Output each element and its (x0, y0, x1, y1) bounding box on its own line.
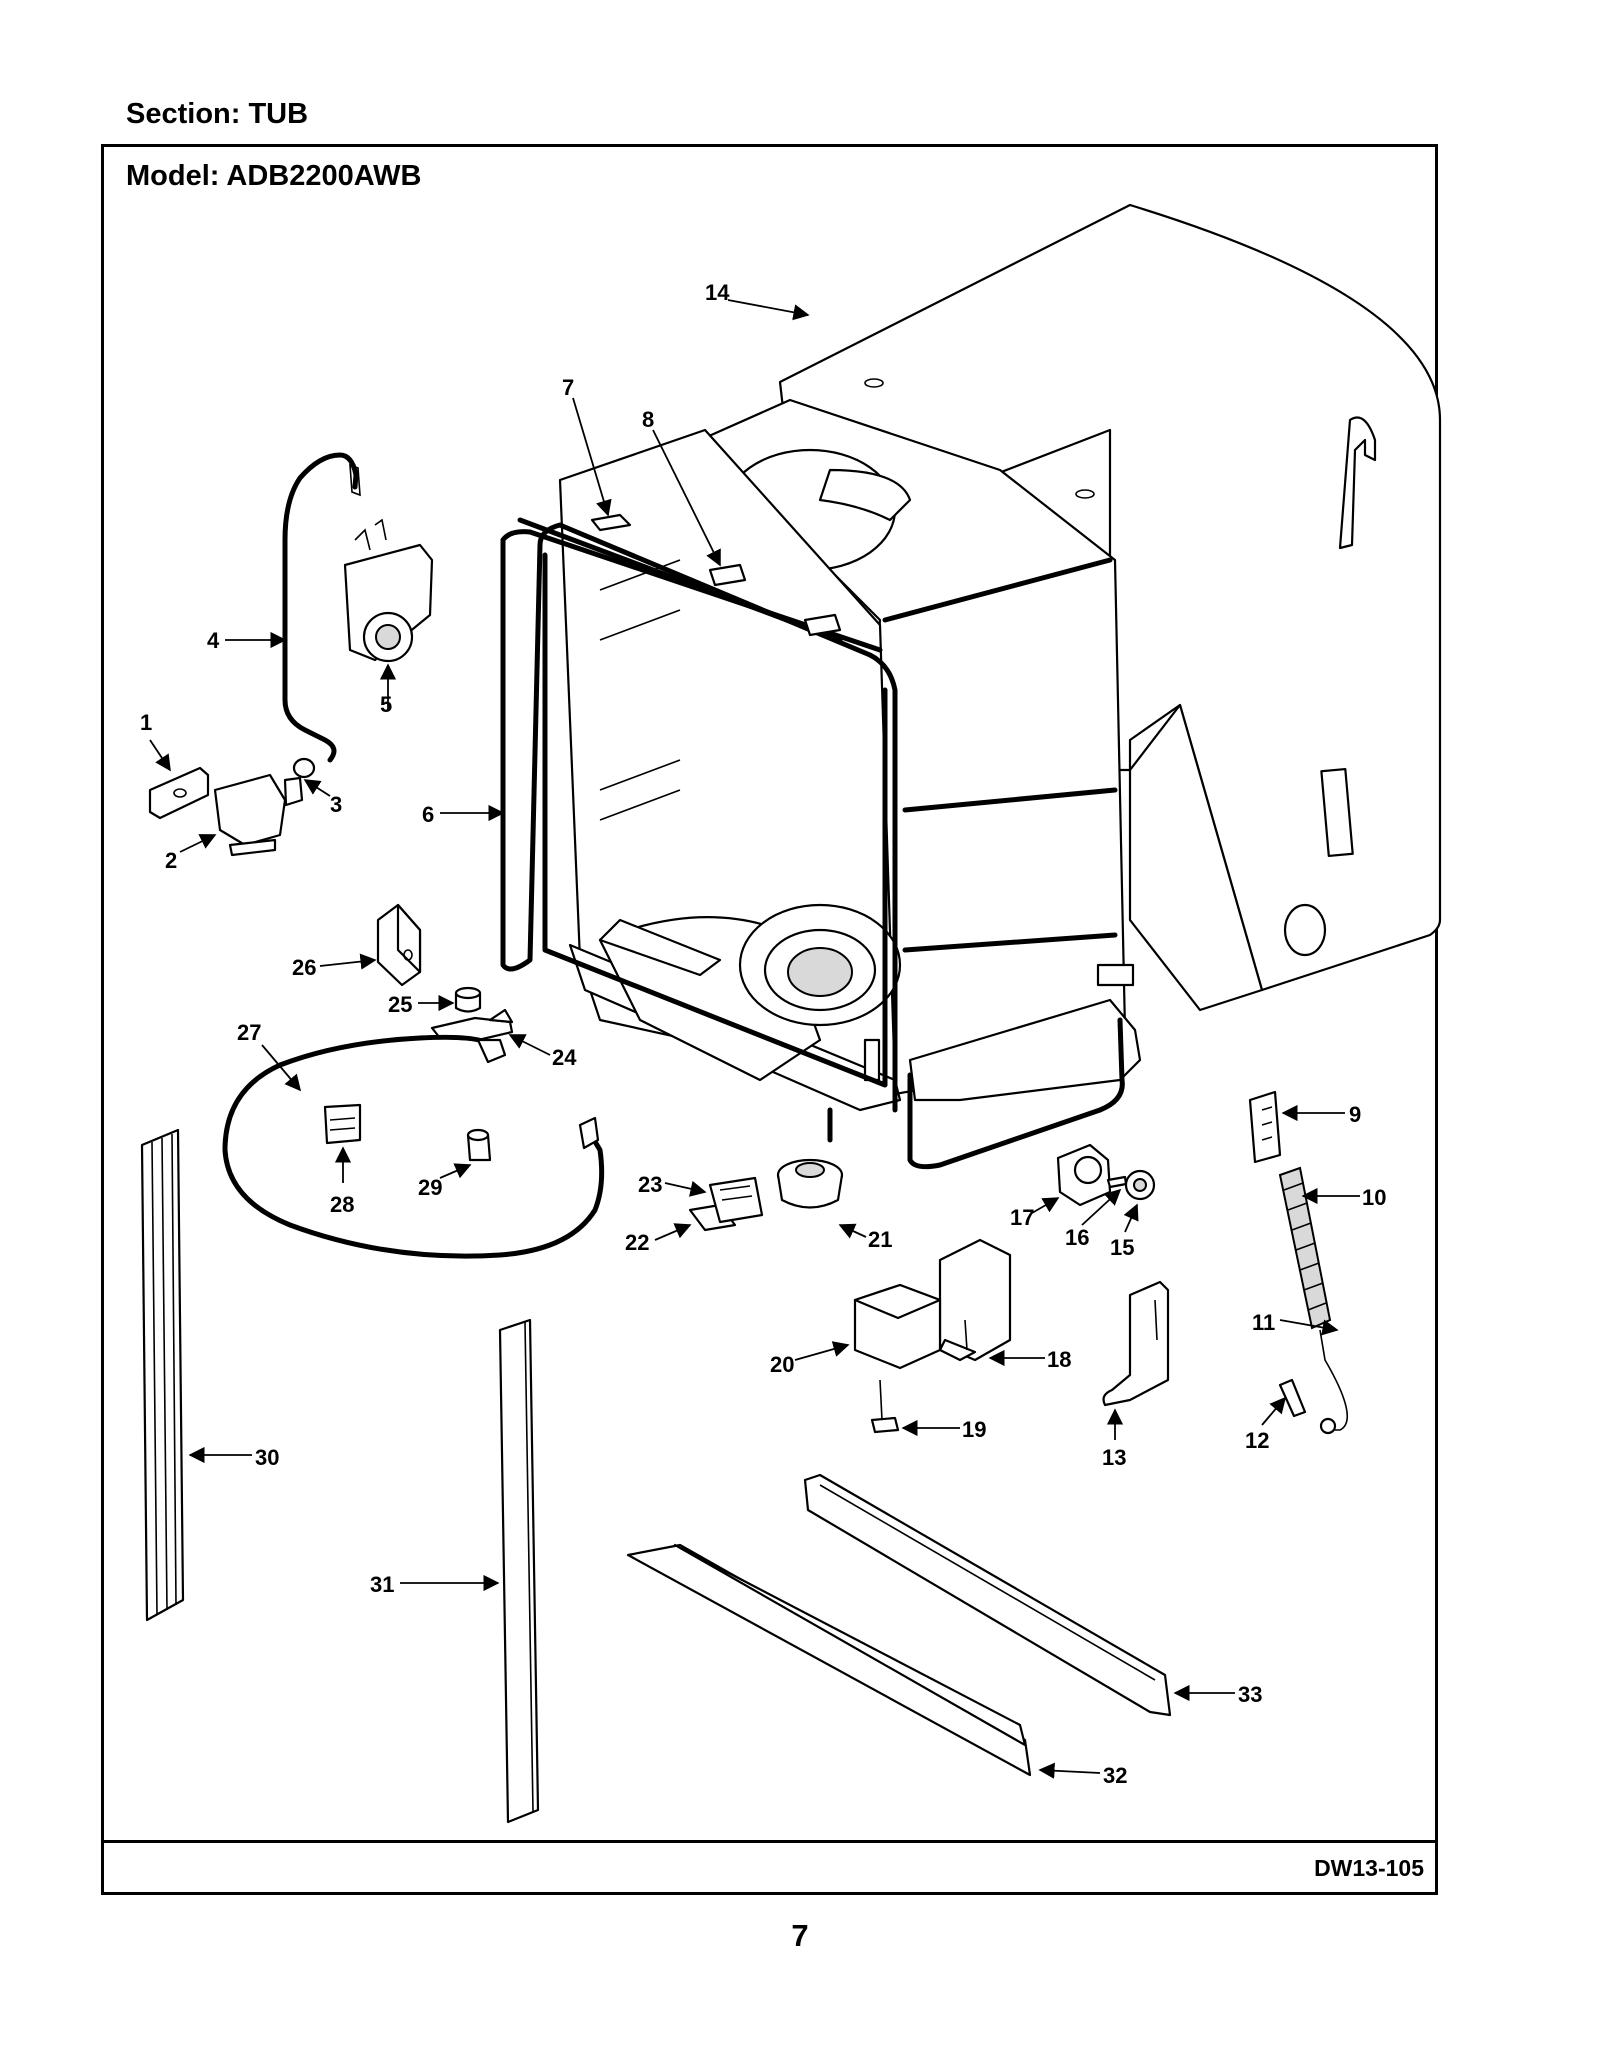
callout-6: 6 (422, 802, 434, 827)
tub-body (558, 398, 1142, 1170)
callout-30: 30 (255, 1445, 279, 1470)
callout-26: 26 (292, 955, 316, 980)
callout-33: 33 (1238, 1682, 1262, 1707)
callout-1: 1 (140, 710, 152, 735)
diagram-frame (101, 144, 1438, 1895)
part-32-toe-panel (626, 1543, 1032, 1777)
callout-23: 23 (638, 1172, 662, 1197)
callout-17: 17 (1010, 1205, 1034, 1230)
callout-18: 18 (1047, 1347, 1071, 1372)
part-3-valve-fitting (292, 757, 316, 779)
callout-21: 21 (868, 1227, 892, 1252)
callout-13: 13 (1102, 1445, 1126, 1470)
callout-5: 5 (380, 692, 392, 717)
diagram-reference-code: DW13-105 (1314, 1855, 1424, 1881)
callout-27: 27 (237, 1020, 261, 1045)
callout-16: 16 (1065, 1225, 1089, 1250)
section-title: Section: TUB (126, 98, 309, 130)
part-19-leveling-leg (870, 1379, 900, 1434)
callout-25: 25 (388, 992, 412, 1017)
part-15-wheel (1124, 1169, 1156, 1201)
callout-32: 32 (1103, 1763, 1127, 1788)
part-13-hinge-bracket (1102, 1280, 1170, 1407)
callout-28: 28 (330, 1192, 354, 1217)
part-9-bracket (1248, 1090, 1282, 1164)
part-31-side-rail (498, 1318, 540, 1824)
callout-labels: 1 2 3 4 5 6 7 8 9 10 11 12 13 14 15 16 1… (140, 280, 1386, 1788)
part-30-side-trim (140, 1128, 185, 1622)
callout-14: 14 (705, 280, 730, 305)
part-5-dispenser-module (343, 518, 434, 663)
callout-29: 29 (418, 1175, 442, 1200)
part-4-hose (282, 452, 361, 763)
footer-divider (101, 1840, 1438, 1843)
part-27-hose-loop (222, 1034, 605, 1259)
part-26-bracket (376, 903, 422, 987)
part-2-inlet-valve (213, 773, 304, 857)
callout-7: 7 (562, 375, 574, 400)
part-1-valve-bracket (148, 766, 210, 820)
part-6-door-gasket (500, 517, 898, 1143)
callout-11: 11 (1252, 1310, 1275, 1335)
part-21-spray-arm-hub (776, 1158, 844, 1209)
part-29-fitting-nut (466, 1128, 492, 1162)
part-16-pin (1106, 1175, 1128, 1189)
part-17-hinge-housing (1056, 1143, 1112, 1207)
callout-12: 12 (1245, 1428, 1269, 1453)
callout-2: 2 (165, 848, 177, 873)
part-8-clip (708, 563, 842, 637)
part-10-door-spring (1278, 1166, 1332, 1330)
part-33-kick-panel (803, 1473, 1172, 1717)
part-11-spring-cable (1319, 1329, 1348, 1435)
callout-10: 10 (1362, 1185, 1386, 1210)
part-25-thermostat (454, 986, 482, 1013)
part-12-cable-pulley (1278, 1378, 1307, 1418)
part-20-cover (853, 1283, 942, 1370)
part-23-switch-assembly (708, 1176, 764, 1224)
part-18-mounting-bracket (938, 1238, 1012, 1362)
part-28-clamp (323, 1103, 362, 1145)
part-7-clip (590, 513, 632, 532)
callout-20: 20 (770, 1352, 794, 1377)
callout-24: 24 (552, 1045, 577, 1070)
callout-leaders (149, 299, 1360, 1779)
callout-15: 15 (1110, 1235, 1134, 1260)
callout-19: 19 (962, 1417, 986, 1442)
callout-3: 3 (330, 792, 342, 817)
callout-31: 31 (370, 1572, 394, 1597)
model-title: Model: ADB2200AWB (126, 160, 422, 192)
callout-8: 8 (642, 407, 654, 432)
callout-22: 22 (625, 1230, 649, 1255)
page-number: 7 (791, 1918, 809, 1953)
callout-9: 9 (1349, 1102, 1361, 1127)
callout-4: 4 (207, 628, 220, 653)
